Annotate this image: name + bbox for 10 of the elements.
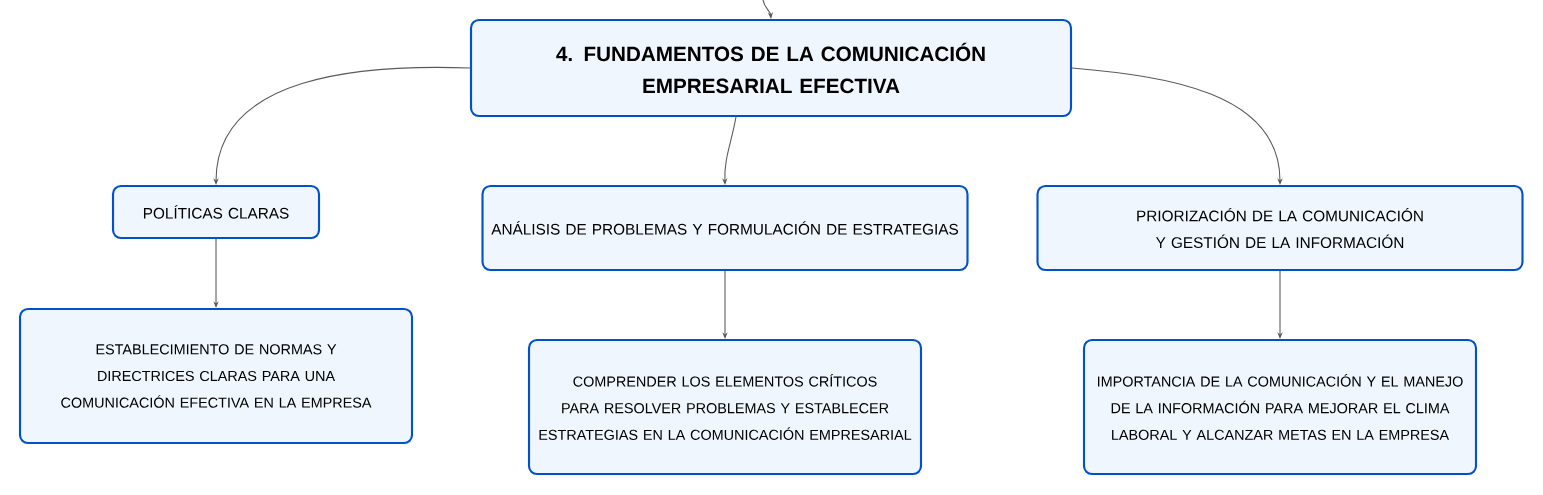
topic-box: ANÁLISIS DE PROBLEMAS Y FORMULACIÓN DE ESTRATEGIAS (481, 184, 969, 272)
topic-box: ESTABLECIMIENTO DE NORMAS Y DIRECTRICES CLARAS PARA UNA COMUNICACIÓN EFECTIVA EN LA EMPRESA (18, 307, 414, 445)
topic-box: 4. FUNDAMENTOS DE LA COMUNICACIÓN EMPRESARIAL EFECTIVA (469, 18, 1073, 118)
arrow (722, 116, 737, 185)
arrow (762, 0, 774, 19)
topic-box: PRIORIZACIÓN DE LA COMUNICACIÓN Y GESTIÓN DE LA INFORMACIÓN (1036, 184, 1524, 272)
arrow (1071, 67, 1283, 185)
topic-box: IMPORTANCIA DE LA COMUNICACIÓN Y EL MANEJO DE LA INFORMACIÓN PARA MEJORAR EL CLIMA LABORAL Y ALCANZAR METAS EN LA EMPRESA (1082, 338, 1478, 476)
topic-box: COMPRENDER LOS ELEMENTOS CRÍTICOS PARA RESOLVER PROBLEMAS Y ESTABLECER ESTRATEGIAS EN LA COMUNICACIÓN EMPRESARIAL (527, 338, 923, 476)
topic-box: POLÍTICAS CLARAS (111, 184, 321, 240)
